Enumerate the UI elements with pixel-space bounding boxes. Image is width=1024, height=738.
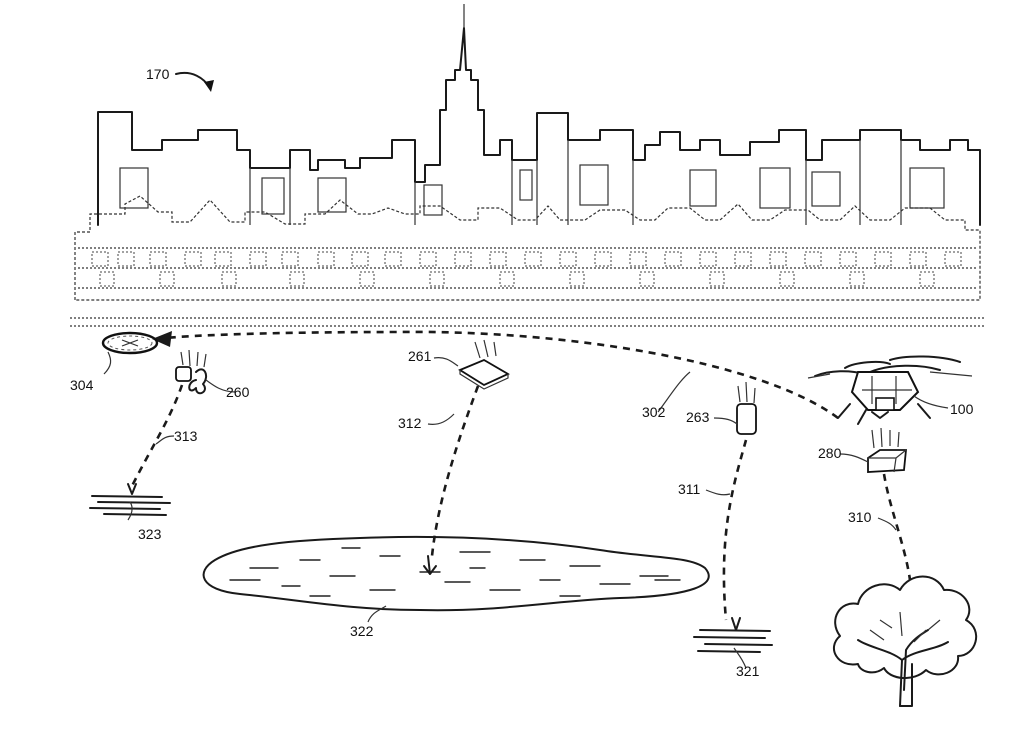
label-170: 170 <box>146 66 170 82</box>
label-100: 100 <box>950 401 974 417</box>
label-280: 280 <box>818 445 842 461</box>
label-302: 302 <box>642 404 666 420</box>
aerial-vehicle-100 <box>807 355 973 425</box>
leader-lines <box>103 351 949 669</box>
label-323: 323 <box>138 526 162 542</box>
item-261 <box>458 339 510 390</box>
path-310 <box>882 473 912 581</box>
label-311: 311 <box>678 481 701 497</box>
arrowhead-icon <box>152 331 172 347</box>
arrowhead-icon <box>204 80 214 92</box>
figure-pointer-arrow <box>175 72 211 89</box>
label-321: 321 <box>736 663 760 679</box>
label-313: 313 <box>174 428 198 444</box>
delivery-path-302 <box>164 330 839 420</box>
item-263 <box>736 381 757 435</box>
tree <box>833 575 977 707</box>
path-311 <box>722 439 748 621</box>
label-322: 322 <box>350 623 374 639</box>
item-280 <box>867 427 907 473</box>
label-263: 263 <box>686 409 710 425</box>
row-houses <box>70 195 985 327</box>
label-312: 312 <box>398 415 422 431</box>
lake-322 <box>202 535 710 612</box>
landing-323 <box>89 483 171 516</box>
path-313 <box>130 384 184 487</box>
city-skyline <box>97 4 981 226</box>
item-260 <box>175 349 207 395</box>
label-310: 310 <box>848 509 872 525</box>
label-304: 304 <box>70 377 94 393</box>
landing-target-304 <box>101 331 159 355</box>
landing-321 <box>693 617 773 653</box>
path-312 <box>430 385 480 557</box>
label-261: 261 <box>408 348 432 364</box>
label-260: 260 <box>226 384 250 400</box>
